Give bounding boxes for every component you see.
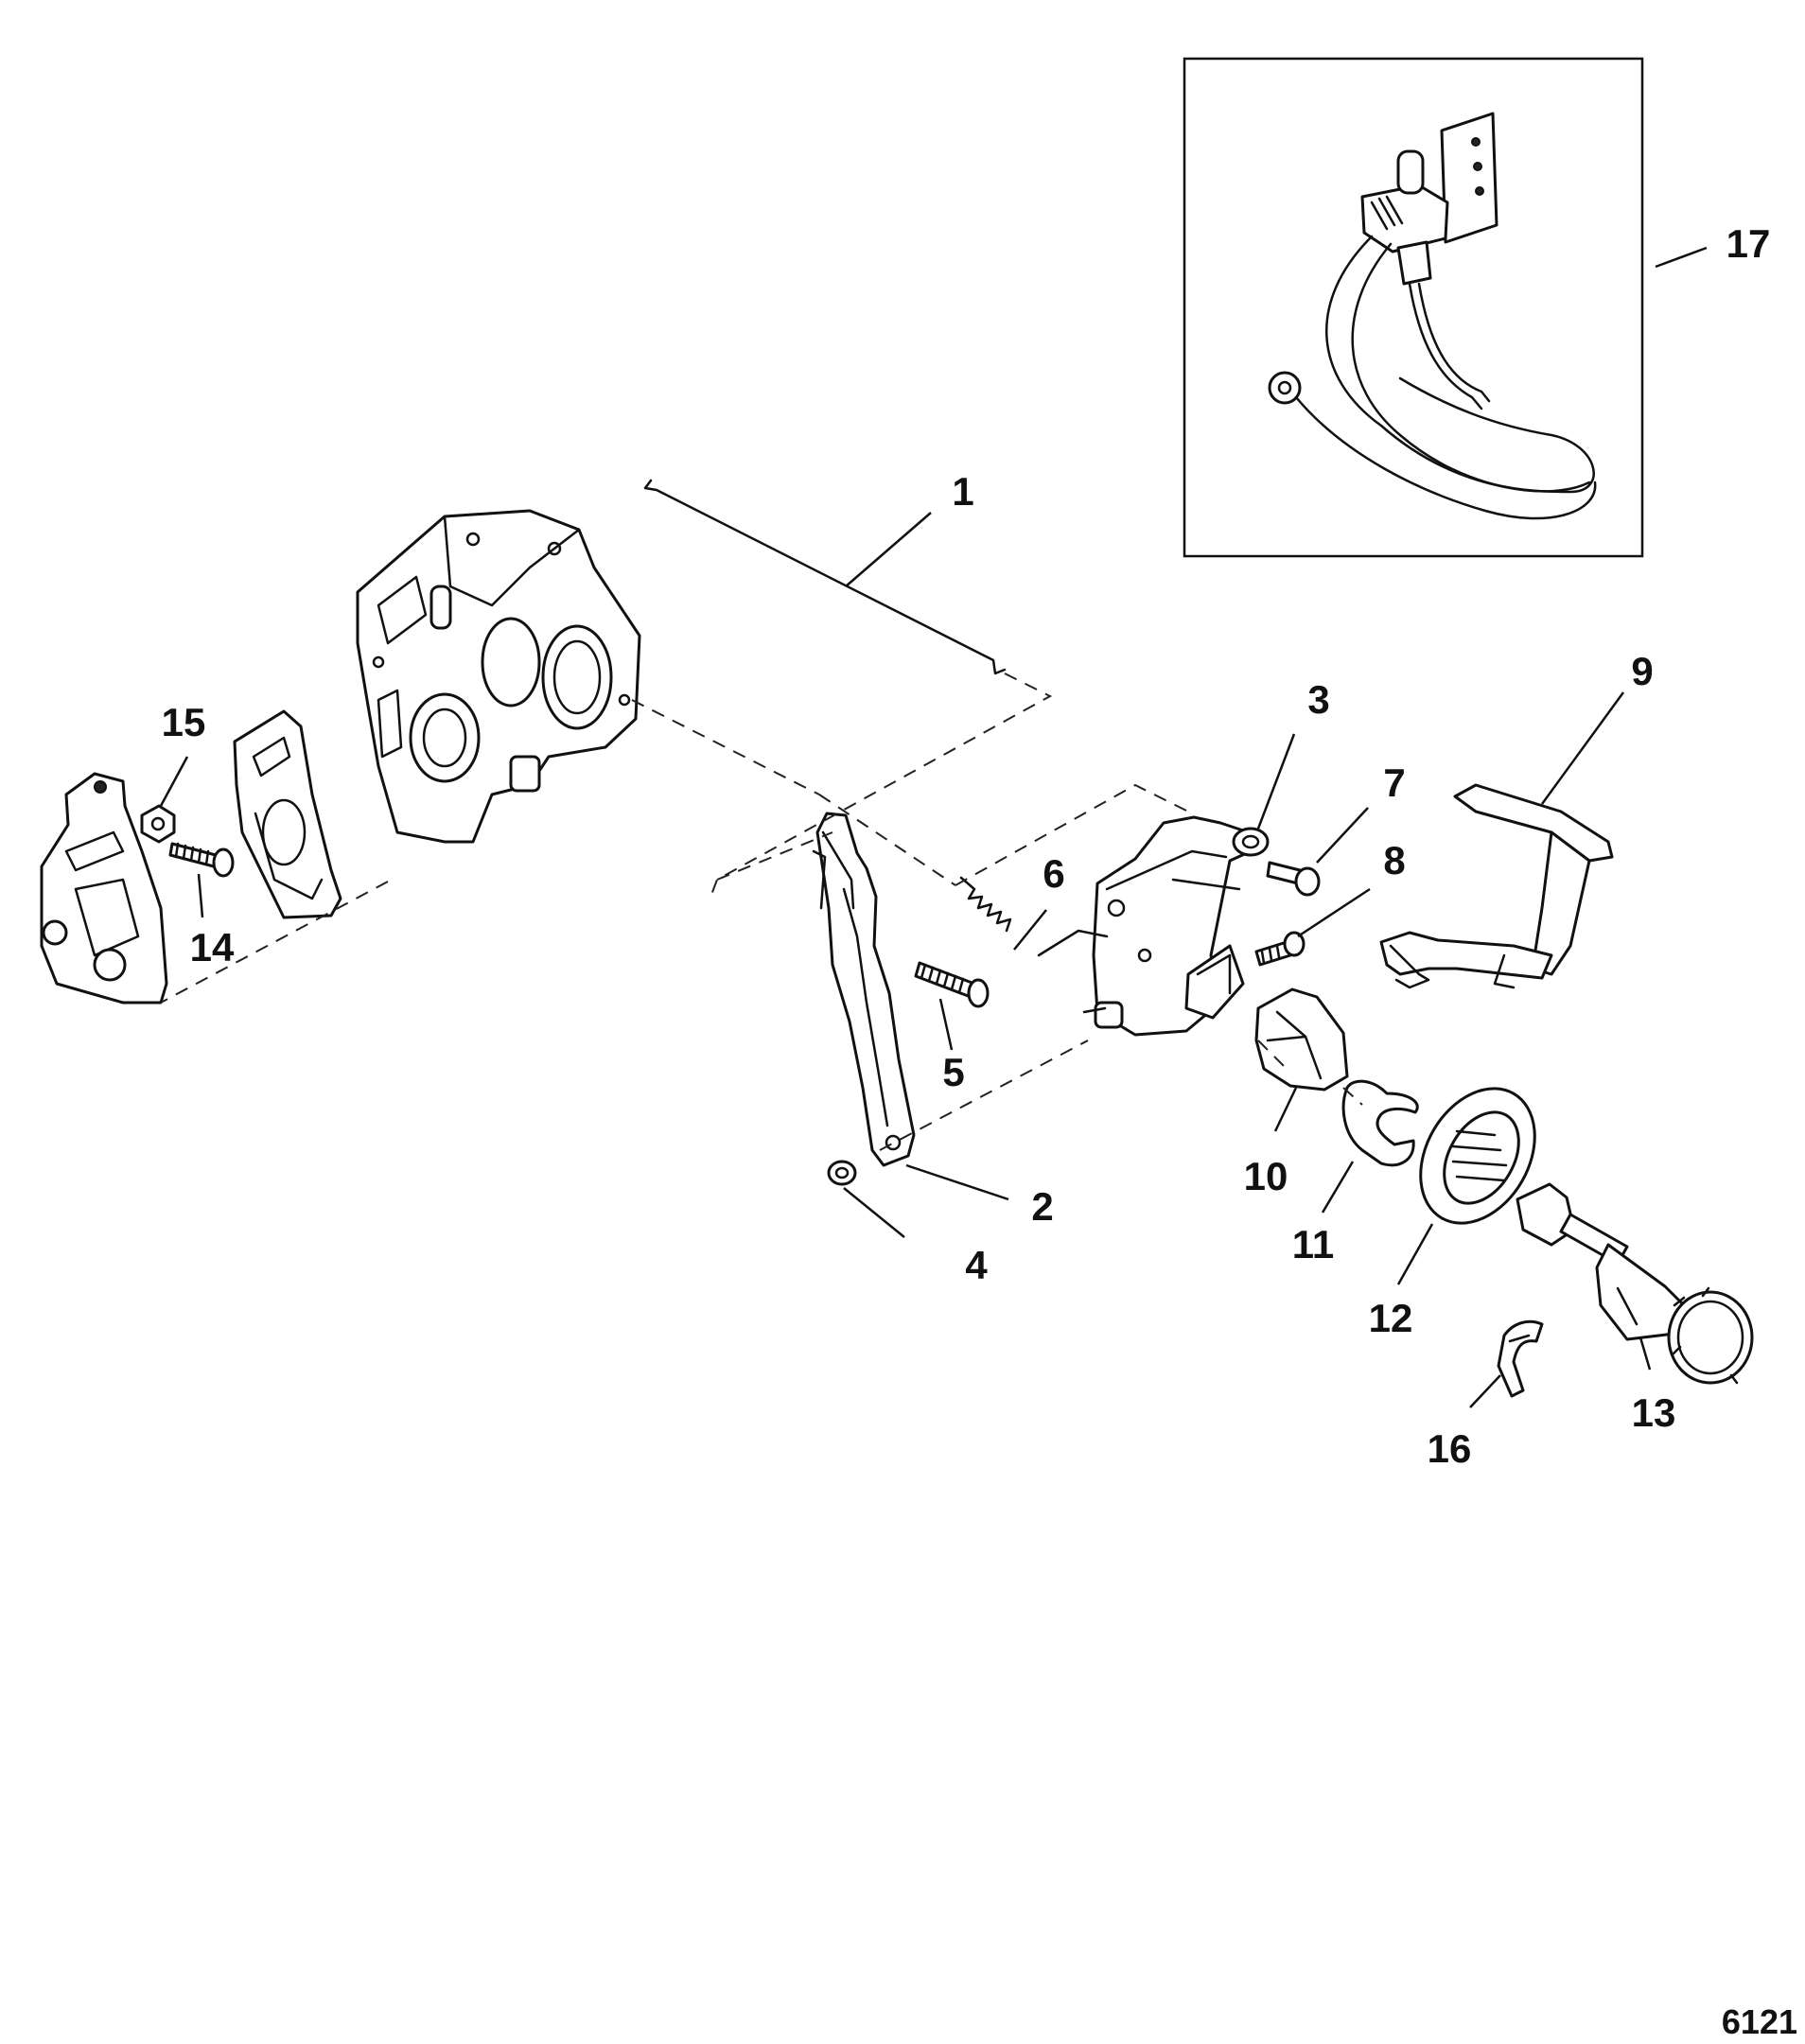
gasket — [233, 709, 342, 919]
callout-15: 15 — [162, 700, 206, 744]
part-4-washer — [827, 1160, 857, 1186]
callout-9: 9 — [1631, 649, 1653, 693]
part-5-screw — [914, 961, 990, 1008]
callout-3: 3 — [1307, 677, 1329, 722]
callout-16: 16 — [1428, 1426, 1472, 1471]
assembly-dash-lines — [160, 673, 1363, 1151]
part-13-choke-knob — [1516, 1182, 1754, 1385]
part-14-screw — [168, 842, 235, 878]
callout-4: 4 — [965, 1243, 988, 1287]
callout-6: 6 — [1043, 851, 1064, 896]
callout-2: 2 — [1031, 1184, 1053, 1229]
callout-5: 5 — [942, 1050, 964, 1094]
part-11-retainer — [1341, 1079, 1419, 1167]
callout-8: 8 — [1383, 838, 1405, 882]
part-12-bezel — [1419, 1087, 1536, 1225]
fuel-bowl-cover — [40, 772, 168, 1005]
callout-labels: 1 2 3 4 5 6 7 8 9 10 11 12 13 14 15 16 1… — [162, 221, 1771, 1471]
part-6-spring — [959, 876, 1012, 933]
part-9-lever-arm — [1379, 783, 1614, 989]
callout-17: 17 — [1726, 221, 1771, 266]
part-8-screw — [1254, 931, 1306, 967]
figure-number: 6121 — [1722, 2002, 1797, 2041]
part-10-choke-block — [1254, 987, 1349, 1092]
callout-12: 12 — [1369, 1296, 1413, 1340]
inset-frame — [1183, 57, 1644, 558]
callout-7: 7 — [1383, 760, 1405, 805]
callout-1: 1 — [952, 469, 973, 514]
part-2-choke-lever — [812, 812, 916, 1167]
callout-11: 11 — [1292, 1222, 1334, 1267]
callout-10: 10 — [1244, 1154, 1288, 1198]
part-7-screw — [1266, 861, 1321, 897]
callout-14: 14 — [190, 925, 235, 970]
carburetor-body — [356, 509, 641, 844]
callout-13: 13 — [1632, 1390, 1676, 1435]
part-17-wire-harness — [1268, 112, 1597, 520]
leader-lines — [159, 246, 1708, 1408]
part-16-clip — [1497, 1319, 1544, 1398]
part-3-bracket-housing — [1037, 815, 1270, 1037]
part-15-nut — [140, 804, 176, 844]
part-1-link-rod — [643, 479, 1007, 675]
